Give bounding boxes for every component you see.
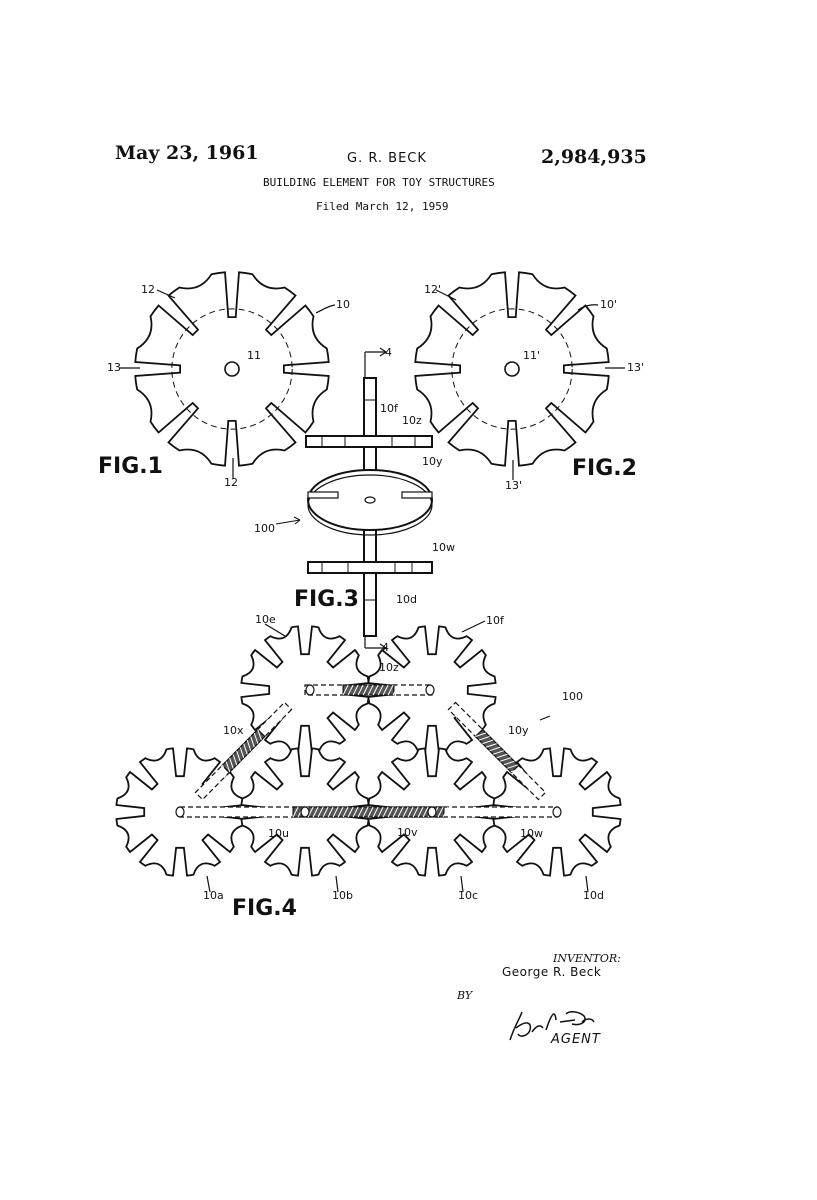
ref-10-prime: 10' bbox=[600, 298, 618, 311]
ref-10y-fig4: 10y bbox=[508, 724, 529, 737]
fig2-disc bbox=[414, 271, 625, 480]
ref-13-prime-bottom: 13' bbox=[505, 479, 523, 492]
fig3-label: FIG.3 bbox=[294, 587, 359, 612]
ref-10e: 10e bbox=[255, 613, 276, 626]
fig4-label: FIG.4 bbox=[232, 896, 297, 921]
fig1-disc bbox=[120, 271, 336, 478]
ref-10: 10 bbox=[336, 298, 350, 311]
ref-12-prime: 12' bbox=[424, 283, 442, 296]
inventor-name: George R. Beck bbox=[502, 965, 602, 979]
ref-11-prime: 11' bbox=[523, 349, 541, 362]
ref-100-fig4: 100 bbox=[562, 690, 583, 703]
agent-label: AGENT bbox=[551, 1032, 601, 1047]
ref-10a: 10a bbox=[203, 889, 224, 902]
ref-10z: 10z bbox=[402, 414, 422, 427]
fig4-lattice bbox=[115, 620, 622, 893]
ref-10u: 10u bbox=[268, 827, 289, 840]
ref-10z-fig4: 10z bbox=[379, 661, 399, 674]
ref-10d-fig4: 10d bbox=[583, 889, 604, 902]
fig2-label: FIG.2 bbox=[572, 456, 637, 481]
by-label: BY bbox=[457, 989, 473, 1002]
patent-title: BUILDING ELEMENT FOR TOY STRUCTURES bbox=[263, 176, 495, 189]
ref-10f-fig4: 10f bbox=[486, 614, 504, 627]
inventor-label: INVENTOR: bbox=[553, 952, 621, 965]
agent-signature bbox=[509, 1011, 595, 1041]
patent-date: May 23, 1961 bbox=[115, 142, 259, 164]
ref-13: 13 bbox=[107, 361, 121, 374]
inventor-header: G. R. BECK bbox=[347, 151, 427, 166]
ref-10v: 10v bbox=[397, 826, 418, 839]
ref-11: 11 bbox=[247, 349, 261, 362]
patent-number: 2,984,935 bbox=[541, 146, 647, 168]
fig3-assembly bbox=[275, 347, 433, 653]
ref-12: 12 bbox=[141, 283, 155, 296]
ref-10d: 10d bbox=[396, 593, 417, 606]
ref-10b: 10b bbox=[332, 889, 353, 902]
ref-10w-fig4: 10w bbox=[520, 827, 543, 840]
ref-10x: 10x bbox=[223, 724, 244, 737]
ref-10w: 10w bbox=[432, 541, 455, 554]
ref-4-top: 4 bbox=[385, 346, 392, 359]
fig1-label: FIG.1 bbox=[98, 454, 163, 479]
ref-12-bottom: 12 bbox=[224, 476, 238, 489]
ref-10c: 10c bbox=[458, 889, 479, 902]
ref-10y: 10y bbox=[422, 455, 443, 468]
ref-4-bottom: 4 bbox=[382, 641, 389, 654]
ref-100-fig3: 100 bbox=[254, 522, 275, 535]
ref-10f: 10f bbox=[380, 402, 398, 415]
filed-date: Filed March 12, 1959 bbox=[316, 200, 449, 213]
ref-13-prime-right: 13' bbox=[627, 361, 645, 374]
